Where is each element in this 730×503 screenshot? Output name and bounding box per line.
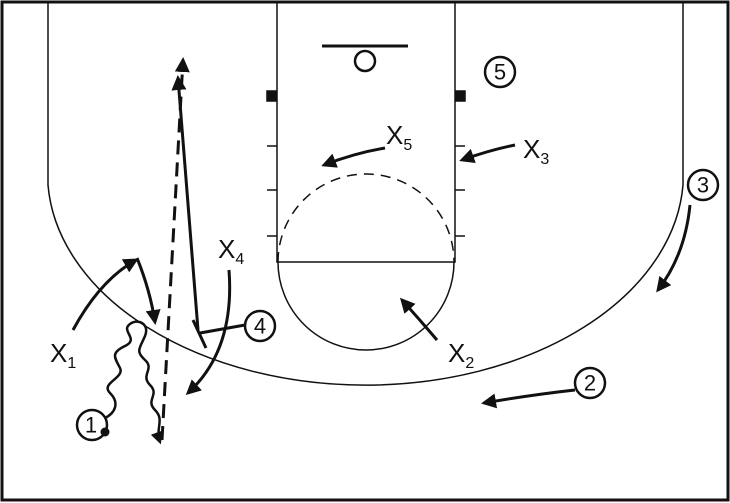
defender-x4: X4 (218, 234, 244, 268)
block-right (455, 90, 466, 102)
x1-move-2 (135, 257, 161, 325)
svg-text:5: 5 (494, 60, 506, 85)
defender-x1: X1 (50, 338, 76, 372)
svg-text:4: 4 (254, 314, 266, 339)
3-move (656, 204, 692, 293)
pass-line-dashed (160, 57, 190, 441)
defender-x2: X2 (448, 338, 474, 372)
free-throw-circle-bottom (277, 261, 455, 351)
block-left (266, 90, 277, 102)
lane (276, 2, 456, 263)
hash-marks (267, 145, 465, 237)
x5-move (321, 146, 386, 168)
x3-move (459, 143, 516, 164)
x1-move-1 (71, 258, 139, 331)
screen-bar (191, 319, 208, 349)
defensive-players: X1 X2 X3 X4 X5 (50, 120, 549, 372)
screen-line-4 (199, 323, 246, 335)
player-4: 4 (243, 309, 277, 343)
x4-move (185, 269, 232, 396)
player-3: 3 (686, 168, 720, 202)
player-5: 5 (483, 55, 517, 89)
free-throw-circle-top (277, 173, 455, 263)
defender-x5: X5 (386, 120, 412, 154)
player-1: 1 (75, 408, 110, 442)
svg-text:1: 1 (85, 413, 97, 438)
defender-x3: X3 (523, 134, 549, 168)
x2-move (399, 297, 439, 341)
dribble-line-1 (104, 320, 163, 445)
cut-line-4 (171, 75, 200, 331)
player-2: 2 (573, 366, 607, 400)
ball-icon (100, 427, 110, 437)
three-point-line (47, 2, 684, 386)
2-move (481, 388, 576, 409)
svg-text:3: 3 (697, 173, 709, 198)
movement-lines (71, 57, 692, 445)
svg-text:2: 2 (584, 371, 596, 396)
offensive-players: 1 2 3 4 5 (75, 55, 720, 442)
rim (353, 49, 377, 73)
